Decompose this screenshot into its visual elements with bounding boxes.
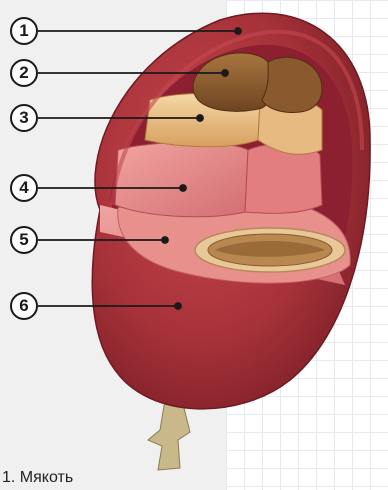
pulp-block-left [115, 143, 248, 217]
label-6: 6 [10, 292, 38, 320]
pulp-block-right [245, 144, 322, 214]
label-1: 1 [10, 17, 38, 45]
label-5: 5 [10, 226, 38, 254]
caption-text: 1. Мякоть [2, 469, 73, 487]
label-3: 3 [10, 104, 38, 132]
label-2: 2 [10, 59, 38, 87]
label-4: 4 [10, 174, 38, 202]
stem [148, 400, 190, 470]
